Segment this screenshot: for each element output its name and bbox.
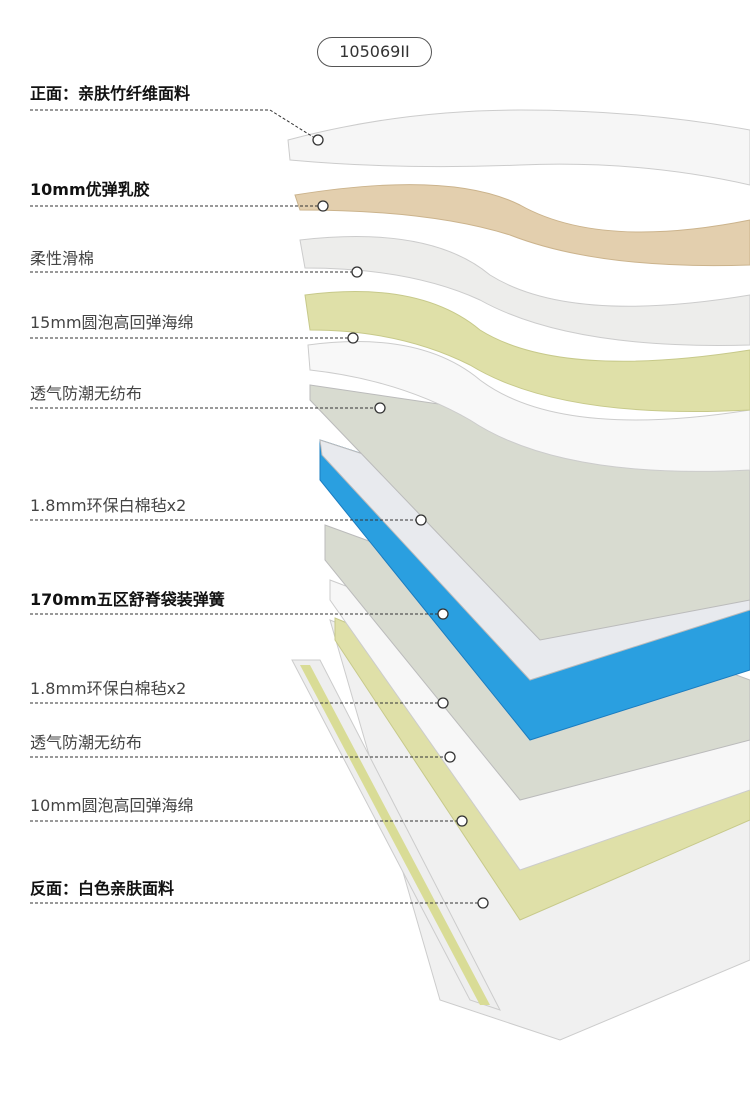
latex-layer [294, 184, 750, 267]
bottom-side-strip [300, 665, 490, 1005]
layer-label-latex: 10mm优弹乳胶 [30, 180, 150, 199]
layer-label-felt-top: 1.8mm环保白棉毡x2 [30, 496, 187, 515]
layer-label-10mm-foam: 10mm圆泡高回弹海绵 [30, 796, 194, 815]
top-fabric-layer [287, 109, 750, 186]
layer-label-soft-wadding: 柔性滑棉 [30, 249, 95, 268]
soft-wadding-layer [299, 236, 750, 346]
marker-dot [351, 266, 363, 278]
marker-dot [415, 514, 427, 526]
layer-label-bottom-fabric: 反面：白色亲肤面料 [30, 879, 175, 898]
marker-dot [374, 402, 386, 414]
layer-label-15mm-foam: 15mm圆泡高回弹海绵 [30, 313, 194, 332]
layer-label-top-fabric: 正面：亲肤竹纤维面料 [30, 84, 191, 103]
marker-dot [347, 332, 359, 344]
model-number-badge: 105069II [317, 37, 432, 67]
layer-label-nonwoven-bottom: 透气防潮无纺布 [30, 733, 143, 752]
marker-dot [312, 134, 324, 146]
marker-dot [437, 697, 449, 709]
layer-label-nonwoven-top: 透气防潮无纺布 [30, 384, 143, 403]
marker-dot [437, 608, 449, 620]
marker-dot [456, 815, 468, 827]
marker-dot [477, 897, 489, 909]
leader-lines [30, 109, 483, 904]
marker-dot [444, 751, 456, 763]
marker-dot [317, 200, 329, 212]
layer-label-felt-bottom: 1.8mm环保白棉毡x2 [30, 679, 187, 698]
layer-label-springs: 170mm五区舒脊袋装弹簧 [30, 590, 225, 609]
top-foam-layer [304, 291, 750, 413]
